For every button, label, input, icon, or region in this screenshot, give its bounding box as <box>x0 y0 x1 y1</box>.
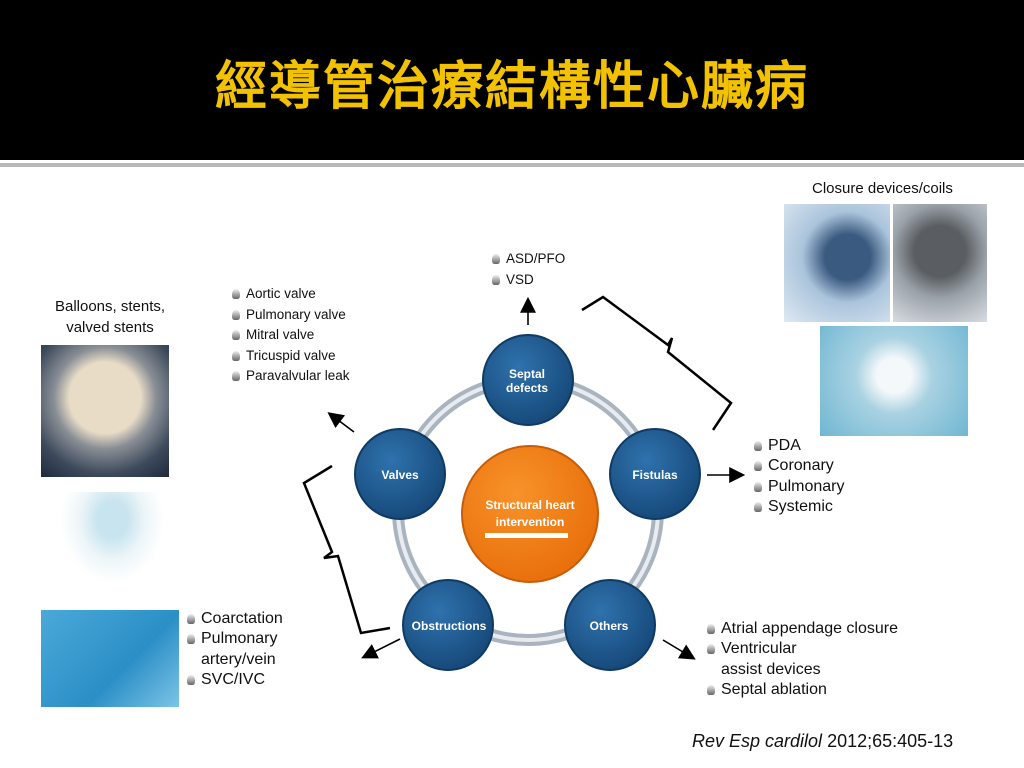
header-bar <box>0 0 1024 160</box>
right-caption: Closure devices/coils <box>812 180 953 197</box>
stents-photo <box>41 610 179 707</box>
center-label-2[interactable]: intervention <box>496 515 565 529</box>
left-caption: Balloons, stents,valved stents <box>54 298 166 336</box>
center-underline <box>485 533 568 538</box>
divider <box>0 163 1024 167</box>
valved-stent-photo <box>41 345 169 477</box>
arrows <box>327 296 746 660</box>
node-septal[interactable]: Septal <box>509 367 545 381</box>
closure-device-photo-2 <box>893 204 987 322</box>
center-label-1[interactable]: Structural heart <box>485 498 574 512</box>
node-others[interactable]: Others <box>590 619 629 633</box>
closure-device-photo-1 <box>784 204 890 322</box>
node-valves[interactable]: Valves <box>381 468 419 482</box>
balloon-catheter-photo <box>60 492 165 584</box>
slide-title: 經導管治療結構性心臟病 <box>214 57 809 117</box>
node-septal-2[interactable]: defects <box>506 381 548 395</box>
node-circles <box>354 334 701 671</box>
node-obstructions[interactable]: Obstructions <box>412 619 487 633</box>
bracket-right <box>581 295 733 431</box>
citation: Rev Esp cardilol 2012;65:405-13 <box>692 731 954 751</box>
coils-photo <box>820 326 968 436</box>
bracket-left <box>302 464 391 635</box>
node-fistulas[interactable]: Fistulas <box>632 468 678 482</box>
